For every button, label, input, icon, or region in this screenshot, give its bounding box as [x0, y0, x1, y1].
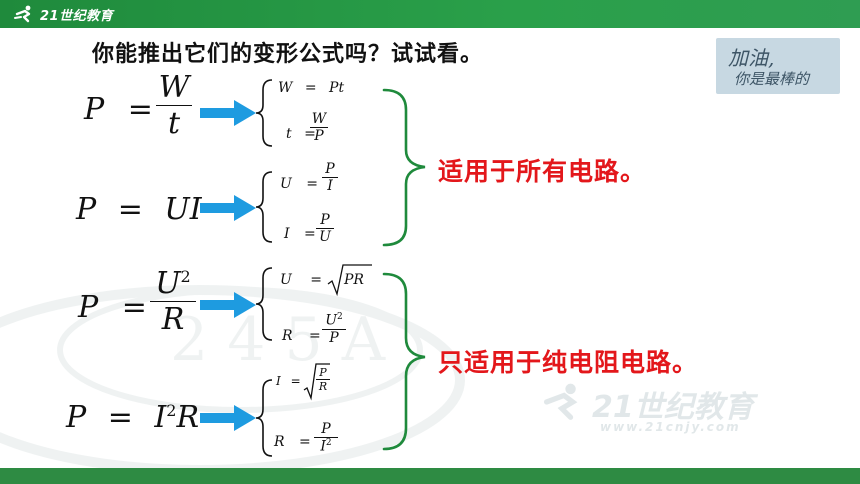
formula-2-P: P — [76, 192, 97, 227]
formula-4: P = I2R — [66, 400, 200, 435]
watermark-url: www.21cnjy.com — [600, 420, 741, 434]
brace-icon-2 — [255, 171, 273, 243]
note-pure-resistive-circuits: 只适用于纯电阻电路。 — [438, 348, 699, 377]
formula-4-derived-1-fraction: P R — [316, 366, 330, 393]
logo-text: 21世纪教育 — [40, 8, 114, 24]
formula-3-equals: = — [121, 290, 147, 325]
formula-1-fraction: W t — [156, 70, 192, 141]
top-banner: 21世纪教育 — [0, 0, 860, 28]
formula-2-derived-1-fraction: P I — [322, 161, 338, 194]
formula-1-equals: = — [127, 92, 153, 127]
formula-2-derived-2-lhs: I = — [284, 226, 316, 242]
formula-2-derived-2-fraction: P U — [316, 212, 334, 245]
bottom-banner — [0, 468, 860, 484]
formula-1-derived-2-lhs: t = — [286, 126, 316, 142]
sqrt-icon-1 — [327, 264, 372, 297]
formula-3-lhs: P = — [78, 290, 147, 325]
formula-4-P: P — [66, 400, 87, 435]
formula-1-lhs: P = — [84, 92, 153, 127]
formula-1-derived-2-fraction: W P — [310, 111, 328, 144]
formula-1-P: P — [84, 92, 105, 127]
arrow-icon-4 — [200, 405, 256, 431]
right-brace-icon-top — [382, 88, 426, 247]
formula-3-derived-1-lhs: U = — [280, 272, 322, 288]
sqrt-icon-2 — [303, 363, 330, 401]
brace-icon-4 — [255, 379, 273, 457]
formula-3-derived-1-radicand: PR — [344, 272, 364, 288]
formula-3-P: P — [78, 290, 99, 325]
brace-icon-3 — [255, 267, 273, 341]
formula-1-denominator: t — [156, 105, 192, 141]
formula-4-derived-2-fraction: P I2 — [314, 421, 338, 455]
formula-4-equals: = — [107, 400, 133, 435]
arrow-icon-2 — [200, 195, 256, 221]
arrow-icon-3 — [200, 292, 256, 318]
formula-3-derived-2-fraction: U2 P — [322, 312, 346, 346]
formula-4-derived-1-lhs: I = — [276, 374, 301, 388]
note-all-circuits: 适用于所有电路。 — [438, 157, 647, 186]
sticker-line-2: 你是最棒的 — [734, 70, 810, 88]
watermark-runner-icon — [543, 383, 578, 420]
svg-text:2 4 5 A: 2 4 5 A — [170, 305, 386, 375]
site-logo: 21世纪教育 — [14, 4, 113, 24]
arrow-icon-1 — [200, 100, 256, 126]
runner-logo-icon — [14, 5, 31, 23]
formula-3-derived-2-lhs: R = — [282, 328, 321, 344]
formula-2: P = UI — [76, 192, 202, 227]
formula-2-derived-1-lhs: U = — [280, 176, 318, 192]
page-title: 你能推出它们的变形公式吗？试试看。 — [92, 42, 484, 67]
watermark: 21世纪教育 www.21cnjy.com — [540, 380, 840, 440]
formula-3-fraction: U2 R — [150, 266, 196, 337]
formula-2-rhs: UI — [164, 192, 202, 227]
encouragement-sticker: 加油, 你是最棒的 — [716, 38, 840, 94]
formula-4-derived-2-lhs: R = — [274, 434, 311, 450]
watermark-logo-text: 21世纪教育 — [592, 390, 754, 425]
formula-1-derived-1: W = Pt — [278, 80, 345, 96]
sticker-line-1: 加油, — [728, 46, 775, 70]
formula-2-equals: = — [117, 192, 143, 227]
right-brace-icon-bottom — [382, 272, 426, 451]
formula-1-numerator: W — [158, 70, 190, 105]
brace-icon-1 — [255, 79, 273, 147]
